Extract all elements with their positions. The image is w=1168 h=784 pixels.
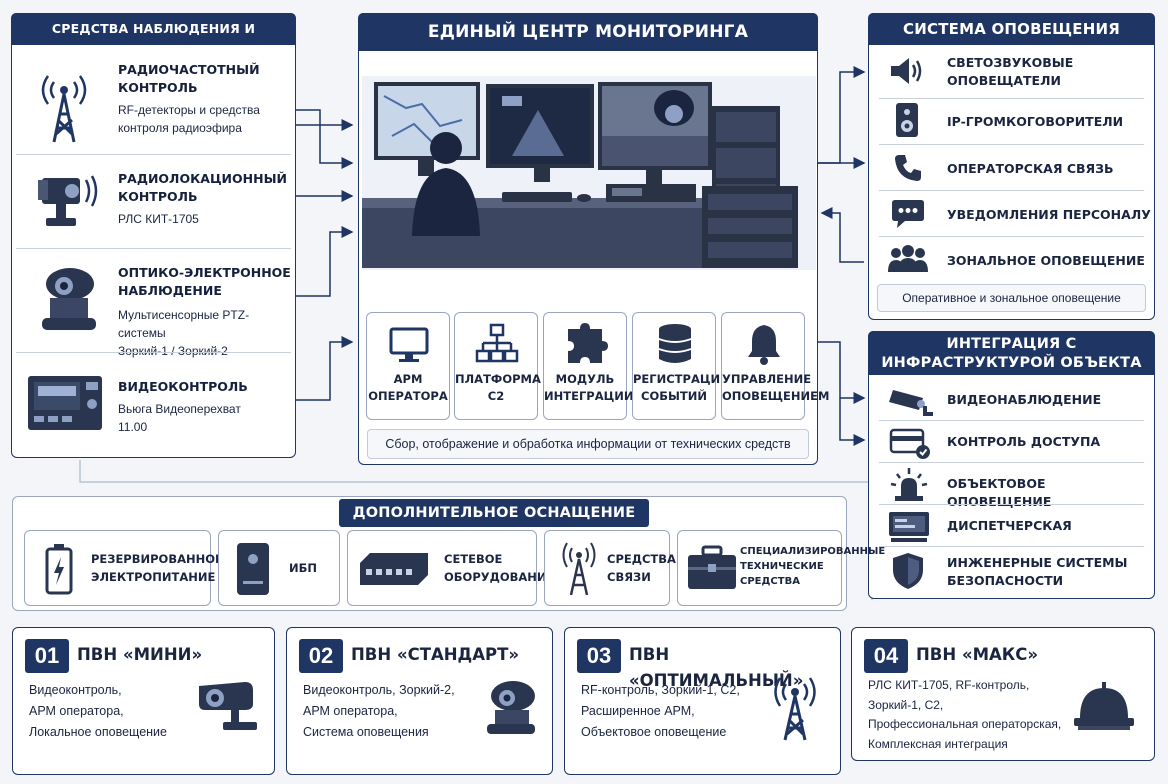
package-number: 03 [577,639,621,673]
video-receiver-icon [28,376,102,430]
radio-tower-icon [774,677,816,741]
bell-icon [748,325,780,365]
monitoring-center-panel: ЕДИНЫЙ ЦЕНТР МОНИТОРИНГА [358,13,829,465]
equipment-card-ups: ИБП [218,530,340,606]
puzzle-icon [568,323,608,363]
monitor-icon [389,327,429,362]
phone-icon [895,155,921,181]
package-desc: Видеоконтроль, Зоркий-2,АРМ оператора,Си… [303,683,455,739]
integration-item-label: КОНТРОЛЬ ДОСТУПА [947,434,1101,449]
bullet-camera-icon [199,682,257,730]
alert-footer: Оперативное и зональное оповещение [877,284,1146,312]
alert-item-label: УВЕДОМЛЕНИЯ ПЕРСОНАЛУ [947,207,1151,222]
dome-icon [1074,682,1134,730]
group-icon [888,245,928,272]
network-switch-icon [360,553,428,585]
package-title: ПВН «МИНИ» [77,645,203,664]
package-card-standard: 02 ПВН «СТАНДАРТ» Видеоконтроль, Зоркий-… [286,627,553,775]
chat-icon [892,200,924,228]
package-number: 04 [864,639,908,673]
alert-item-label: IP-ГРОМКОГОВОРИТЕЛИ [947,114,1124,129]
integration-item-label: ДИСПЕТЧЕРСКАЯ [947,518,1072,533]
package-number: 02 [299,639,343,673]
package-title: ПВН «СТАНДАРТ» [351,645,520,664]
package-desc: RF-контроль, Зоркий-1, С2,Расширенное АР… [581,683,740,739]
database-icon [658,324,692,363]
package-number: 01 [25,639,69,673]
package-title: ПВН «МАКС» [916,645,1039,664]
package-card-mini: 01 ПВН «МИНИ» Видеоконтроль,АРМ оператор… [12,627,275,775]
alert-item-label: ОПЕРАТОРСКАЯ СВЯЗЬ [947,161,1114,176]
package-title: ПВН «ОПТИМАЛЬНЫЙ» [629,645,804,690]
dispatch-icon [889,512,929,542]
package-desc: Видеоконтроль,АРМ оператора,Локальное оп… [29,683,167,739]
package-card-optimal: 03 ПВН «ОПТИМАЛЬНЫЙ» RF-контроль, Зоркий… [564,627,841,775]
access-card-icon [889,428,930,459]
radio-tower-icon [41,75,87,143]
alert-item-label: ЗОНАЛЬНОЕ ОПОВЕЩЕНИЕ [947,253,1145,268]
integration-item-label: ОБЪЕКТОВОЕ ОПОВЕЩЕНИЕ [947,476,1052,509]
monitoring-center-title: ЕДИНЫЙ ЦЕНТР МОНИТОРИНГА [358,13,818,51]
ptz-camera-icon [487,681,535,734]
loudspeaker-box-icon [896,103,918,137]
toolbox-icon [688,545,736,589]
item-title: ВИДЕОКОНТРОЛЬ [118,379,248,394]
ptz-camera-icon [42,268,96,330]
ups-icon [237,543,269,595]
alert-system-title: СИСТЕМА ОПОВЕЩЕНИЯ [868,13,1155,45]
beacon-icon [890,468,928,501]
operator-workstation-illustration [362,76,816,270]
equipment-panel: ДОПОЛНИТЕЛЬНОЕ ОСНАЩЕНИЕ РЕЗЕРВИРОВАННОЕ… [12,496,885,611]
integration-item-label: ВИДЕОНАБЛЮДЕНИЕ [947,392,1102,407]
antenna-icon [562,542,596,596]
center-footer: Сбор, отображение и обработка информации… [367,429,809,459]
speaker-icon [891,58,922,84]
hierarchy-icon [475,323,519,363]
surveillance-panel: СРЕДСТВА НАБЛЮДЕНИЯ И ОБНАРУЖЕНИЯ РАДИОЧ… [11,13,296,458]
shield-icon [893,553,923,589]
battery-icon [45,544,73,595]
surveillance-panel-title: СРЕДСТВА НАБЛЮДЕНИЯ И ОБНАРУЖЕНИЯ [11,13,296,68]
equipment-title: ДОПОЛНИТЕЛЬНОЕ ОСНАЩЕНИЕ [339,499,649,527]
package-desc: РЛС КИТ-1705, RF-контроль,Зоркий-1, С2,П… [868,678,1062,751]
package-card-max: 04 ПВН «МАКС» РЛС КИТ-1705, RF-контроль,… [851,627,1155,761]
radar-camera-icon [38,175,98,226]
item-desc: РЛС КИТ-1705 [118,212,199,226]
cctv-icon [889,390,933,416]
